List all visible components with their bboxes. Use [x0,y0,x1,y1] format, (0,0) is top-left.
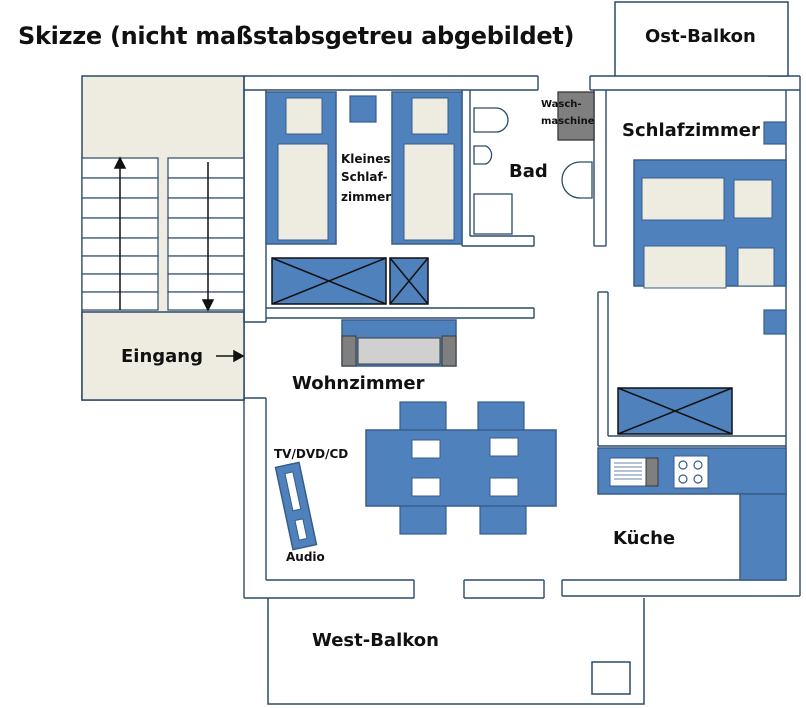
chair [477,401,525,433]
kitchen-sink [609,457,647,487]
balcony-planter [591,661,631,695]
nightstand [349,95,377,123]
label-tv: TV/DVD/CD [274,447,348,461]
label-bad: Bad [509,161,548,182]
stair-area [81,75,245,401]
label-ost-balkon: Ost-Balkon [645,26,756,47]
ost-balkon [614,1,789,77]
label-kleines-3: zimmer [341,190,391,204]
tv-cabinet [274,461,318,551]
washing-machine [557,91,595,141]
nightstand-bottom [763,309,787,335]
bedroom-furniture [617,121,787,435]
stove [673,455,709,489]
stair-arrow-up [113,156,127,310]
chair [399,401,447,433]
label-kueche: Küche [613,528,675,549]
label-eingang: Eingang [121,346,203,367]
label-kleines-1: Kleines [341,152,391,166]
nightstand-top [763,121,787,145]
label-wohnzimmer: Wohnzimmer [292,373,425,394]
page-title: Skizze (nicht maßstabsgetreu abgebildet) [18,22,575,50]
shower [473,193,513,235]
bidet [473,145,493,165]
kitchen-counter-side [739,493,787,581]
label-waschmaschine-2: maschine [541,116,595,127]
small-bedroom-furniture [265,91,463,305]
bathroom-fixtures [473,91,595,235]
toilet [473,107,509,133]
entrance-arrow [216,349,245,363]
stairs-right [167,157,245,311]
kitchen-furniture [597,447,787,581]
dining-table [365,429,557,507]
chair [479,503,527,535]
label-kleines-2: Schlaf- [341,170,388,184]
label-west-balkon: West-Balkon [312,630,439,651]
west-balkon [267,598,645,705]
label-schlafzimmer: Schlafzimmer [622,120,760,141]
label-waschmaschine-1: Wasch- [541,99,582,110]
stair-arrow-down [201,162,215,312]
sink [561,161,593,199]
chair [399,503,447,535]
label-audio: Audio [286,550,325,564]
living-room-furniture [274,319,557,551]
